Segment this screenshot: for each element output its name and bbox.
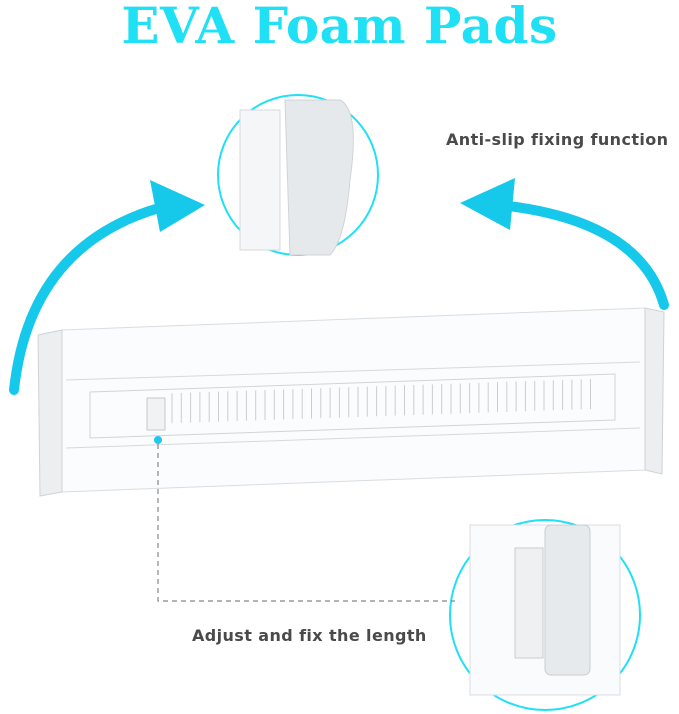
left-curved-arrow-icon [9, 180, 205, 395]
length-adjust-detail-circle [449, 519, 641, 711]
right-curved-arrow-icon [460, 178, 669, 310]
anti-slip-detail-circle [217, 94, 379, 256]
title: EVA Foam Pads [121, 0, 558, 55]
adjust-length-label: Adjust and fix the length [192, 626, 427, 645]
leader-line [154, 436, 455, 602]
anti-slip-label: Anti-slip fixing function [446, 130, 669, 149]
drawer-divider [37, 307, 665, 497]
